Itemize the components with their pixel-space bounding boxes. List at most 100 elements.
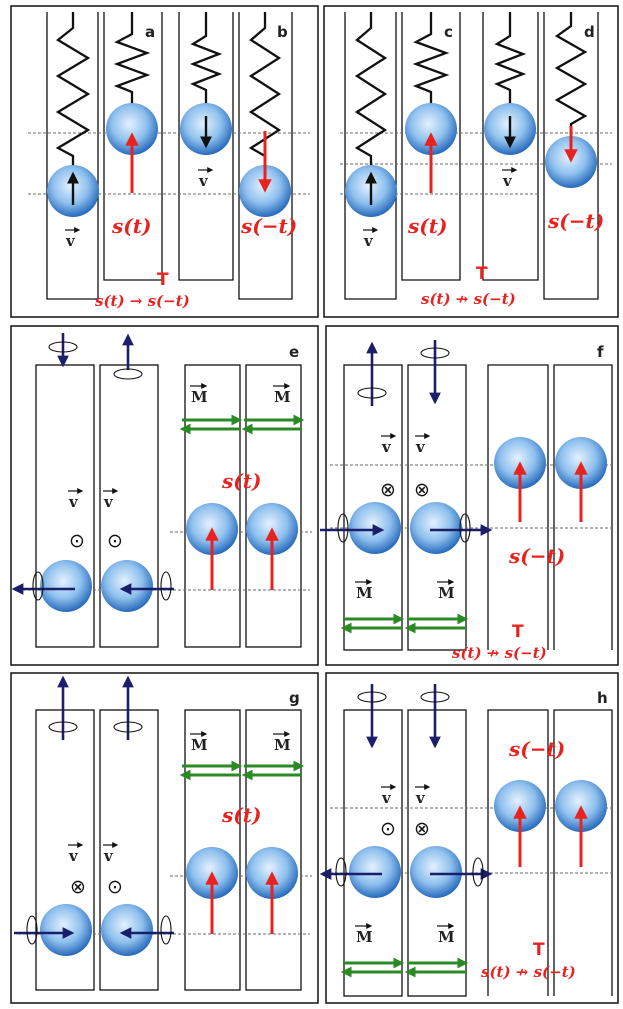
rotation-icon xyxy=(459,513,471,543)
velocity-symbol: v xyxy=(198,172,209,190)
rotation-icon xyxy=(420,347,450,359)
spin-ball xyxy=(40,904,92,956)
velocity-symbol: v xyxy=(363,232,374,250)
rotation-icon xyxy=(357,387,387,399)
spin-ball xyxy=(405,103,457,155)
spin-ball xyxy=(349,846,401,898)
panel-label-a: a xyxy=(145,23,155,41)
tube xyxy=(46,12,99,300)
rotation-icon xyxy=(357,691,387,703)
magnetization-symbol: M xyxy=(191,736,208,754)
time-reversal-T: T xyxy=(157,270,169,290)
spring xyxy=(189,12,223,104)
rotation-icon xyxy=(113,368,143,380)
panel-label-b: b xyxy=(277,23,288,41)
tube xyxy=(487,709,549,996)
spin-ball xyxy=(101,560,153,612)
tube xyxy=(238,12,293,300)
spin-ball xyxy=(410,502,462,554)
panel-cd: c d v v s(t) s(−t) T s(t) ↛ s(−t) xyxy=(340,12,612,308)
panel-label-e: e xyxy=(289,343,299,361)
tube xyxy=(553,364,613,650)
magnetization-symbol: M xyxy=(191,388,208,406)
rotation-icon xyxy=(48,341,78,353)
spring xyxy=(354,12,388,170)
out-of-page-icon: ⊙ xyxy=(69,530,85,552)
state-label-s-minus-t: s(−t) xyxy=(508,544,565,568)
panel-e: M M s(t) v v ⊙ ⊙ e xyxy=(11,333,312,648)
state-label-s-minus-t: s(−t) xyxy=(240,214,297,238)
rotation-icon xyxy=(420,691,450,703)
panel-frame-e xyxy=(10,325,319,666)
rotation-icon xyxy=(337,513,349,543)
tube xyxy=(344,12,397,300)
tube xyxy=(103,12,163,281)
into-page-icon: ⊗ xyxy=(414,479,430,501)
state-label-s-t: s(t) xyxy=(221,803,261,827)
relation-label: s(t) → s(−t) xyxy=(95,292,190,310)
spin-ball xyxy=(106,103,158,155)
tube xyxy=(543,12,599,300)
velocity-symbol: v xyxy=(502,172,513,190)
panel-label-f: f xyxy=(597,343,604,361)
panel-frame-h xyxy=(325,672,619,1004)
spring xyxy=(412,12,450,104)
panel-frame-cd xyxy=(323,5,619,318)
panel-label-h: h xyxy=(597,689,608,707)
tube xyxy=(401,12,461,281)
tube xyxy=(245,364,302,648)
spring xyxy=(248,12,282,168)
rotation-icon xyxy=(160,571,172,601)
velocity-symbol: v xyxy=(68,847,79,865)
into-page-icon: ⊗ xyxy=(414,818,430,840)
state-label-s-minus-t: s(−t) xyxy=(547,209,604,233)
out-of-page-icon: ⊙ xyxy=(380,818,396,840)
magnetization-symbol: M xyxy=(274,388,291,406)
velocity-symbol: v xyxy=(68,493,79,511)
spring xyxy=(55,12,91,170)
spring xyxy=(554,12,588,140)
velocity-symbol: v xyxy=(65,232,76,250)
panel-ab: a b v v s(t) s(−t) T s(t) → s(−t) xyxy=(28,12,310,310)
out-of-page-icon: ⊙ xyxy=(107,876,123,898)
magnetization-symbol: M xyxy=(438,584,455,602)
tube xyxy=(487,364,549,650)
velocity-symbol: v xyxy=(415,438,426,456)
spin-ball xyxy=(349,502,401,554)
panel-label-g: g xyxy=(289,689,300,707)
state-label-s-t: s(t) xyxy=(221,469,261,493)
spin-ball xyxy=(101,904,153,956)
state-label-s-t: s(t) xyxy=(111,214,151,238)
tube xyxy=(184,709,241,991)
tube xyxy=(35,709,95,991)
panel-label-d: d xyxy=(584,23,595,41)
relation-label: s(t) ↛ s(−t) xyxy=(421,290,516,308)
spin-ball xyxy=(410,846,462,898)
velocity-symbol: v xyxy=(381,789,392,807)
tube xyxy=(178,12,234,281)
velocity-symbol: v xyxy=(103,493,114,511)
rotation-icon xyxy=(160,915,172,945)
time-reversal-T: T xyxy=(476,264,488,284)
time-reversal-T: T xyxy=(512,622,524,642)
rotation-icon xyxy=(472,857,484,887)
tube xyxy=(553,709,613,996)
state-label-s-minus-t: s(−t) xyxy=(508,737,565,761)
spring xyxy=(493,12,527,104)
rotation-icon xyxy=(32,571,44,601)
tube xyxy=(407,709,467,997)
out-of-page-icon: ⊙ xyxy=(107,530,123,552)
time-reversal-T: T xyxy=(533,940,545,960)
relation-label: s(t) ↛ s(−t) xyxy=(452,644,547,662)
magnetization-symbol: M xyxy=(356,928,373,946)
velocity-symbol: v xyxy=(381,438,392,456)
panel-f: v v ⊗ ⊗ s(−t) M M T s(t) ↛ s(−t) f xyxy=(320,340,613,662)
spring xyxy=(113,12,151,104)
magnetization-symbol: M xyxy=(274,736,291,754)
tube xyxy=(184,364,241,648)
velocity-symbol: v xyxy=(103,847,114,865)
rotation-icon xyxy=(48,721,78,733)
panel-frame-f xyxy=(325,325,619,666)
spin-ball xyxy=(40,560,92,612)
